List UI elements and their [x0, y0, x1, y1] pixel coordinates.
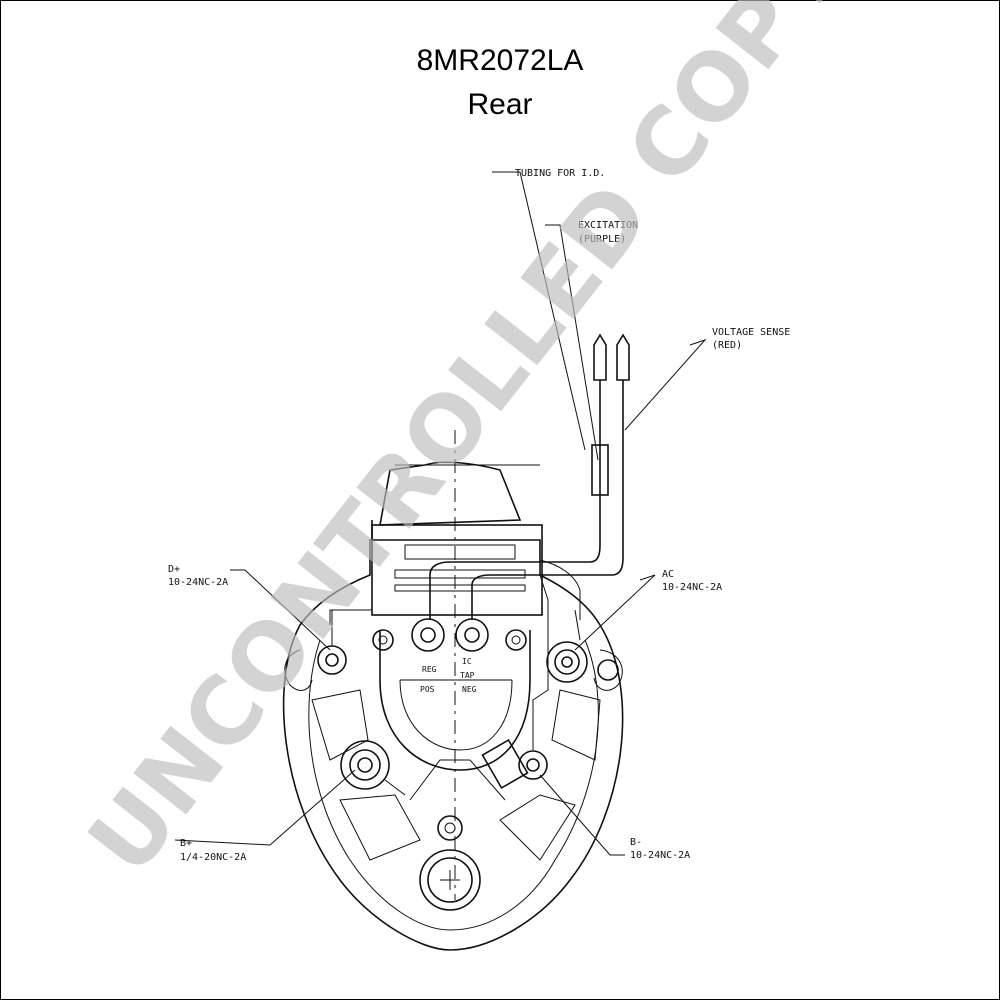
- terminal-plate: [379, 630, 531, 771]
- label-excitation: EXCITATION: [578, 220, 638, 231]
- label-neg: NEG: [462, 685, 477, 694]
- label-ac-thread: 10-24NC-2A: [662, 582, 722, 593]
- center-terminals: [372, 618, 527, 652]
- label-bminus: B-: [630, 837, 642, 848]
- label-dplus: D+: [168, 564, 180, 575]
- regulator: [329, 524, 581, 625]
- label-dplus-thread: 10-24NC-2A: [168, 577, 228, 588]
- label-bplus: B+: [180, 838, 192, 849]
- label-tubing: TUBING FOR I.D.: [515, 168, 605, 179]
- wiring: [371, 333, 630, 620]
- dplus-terminal: [317, 610, 347, 675]
- label-pos: POS: [420, 685, 435, 694]
- bplus-terminal: [340, 740, 406, 796]
- bminus-terminal: [481, 574, 549, 790]
- mount-pivot: [409, 759, 506, 911]
- label-reg: REG: [422, 665, 437, 674]
- label-voltage-sense: VOLTAGE SENSE: [712, 327, 790, 338]
- leader-lines: [174, 171, 707, 856]
- label-ac: AC: [662, 569, 674, 580]
- fan-slots: [311, 689, 601, 861]
- diagram-title: 8MR2072LA: [416, 44, 584, 77]
- label-excitation-color: (PURPLE): [578, 234, 626, 245]
- label-bminus-thread: 10-24NC-2A: [630, 850, 690, 861]
- label-ic: IC: [462, 657, 472, 666]
- label-voltage-sense-color: (RED): [712, 340, 742, 351]
- ac-terminal: [546, 609, 619, 683]
- label-bplus-thread: 1/4-20NC-2A: [180, 852, 246, 863]
- diagram-subtitle: Rear: [467, 88, 533, 121]
- label-tap: TAP: [460, 671, 475, 680]
- housing: [282, 430, 624, 951]
